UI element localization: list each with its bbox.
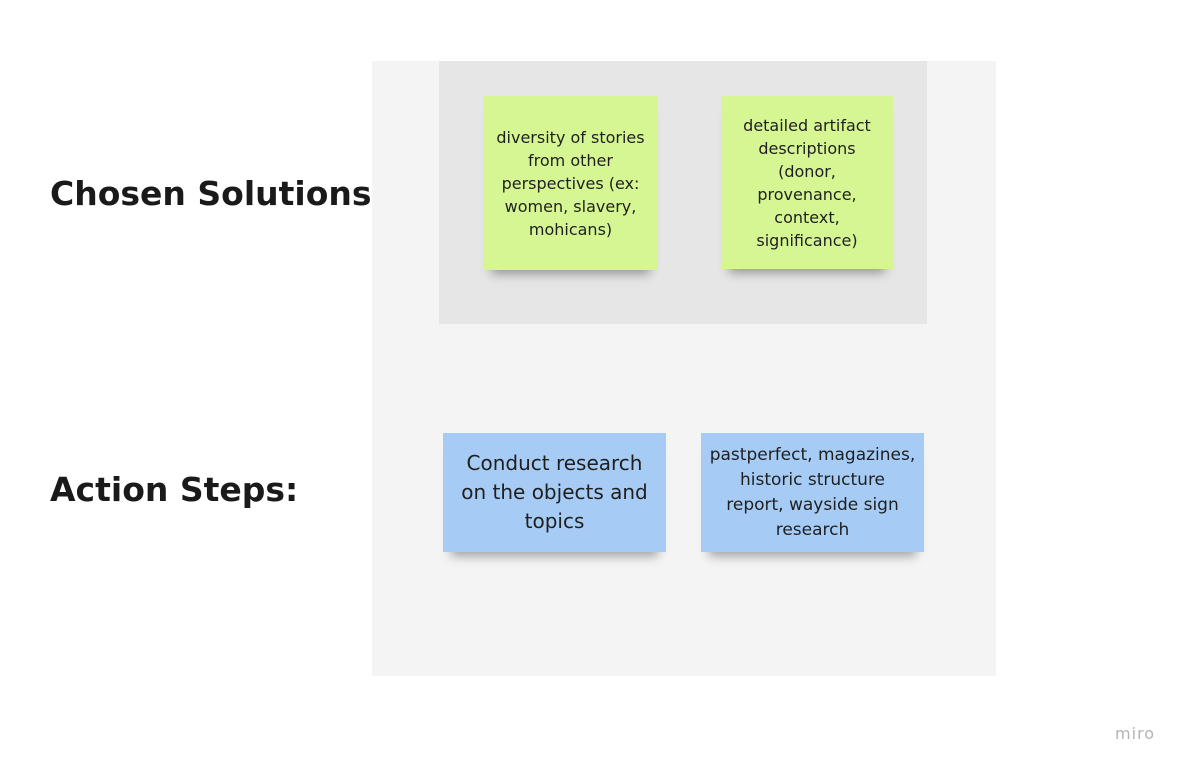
sticky-note-artifact-descriptions[interactable]: detailed artifact descriptions (donor, p… xyxy=(721,96,893,269)
sticky-note-text: Conduct research on the objects and topi… xyxy=(461,451,648,533)
chosen-solutions-heading: Chosen Solutions: xyxy=(50,174,385,213)
sticky-note-text: diversity of stories from other perspect… xyxy=(496,127,645,239)
sticky-note-text: detailed artifact descriptions (donor, p… xyxy=(743,115,871,250)
sticky-note-research-sources[interactable]: pastperfect, magazines, historic structu… xyxy=(701,433,924,552)
miro-logo: miro xyxy=(1115,724,1156,743)
sticky-note-conduct-research[interactable]: Conduct research on the objects and topi… xyxy=(443,433,666,552)
sticky-note-diversity[interactable]: diversity of stories from other perspect… xyxy=(483,96,658,270)
sticky-note-text: pastperfect, magazines, historic structu… xyxy=(709,444,916,540)
action-steps-heading: Action Steps: xyxy=(50,470,299,509)
